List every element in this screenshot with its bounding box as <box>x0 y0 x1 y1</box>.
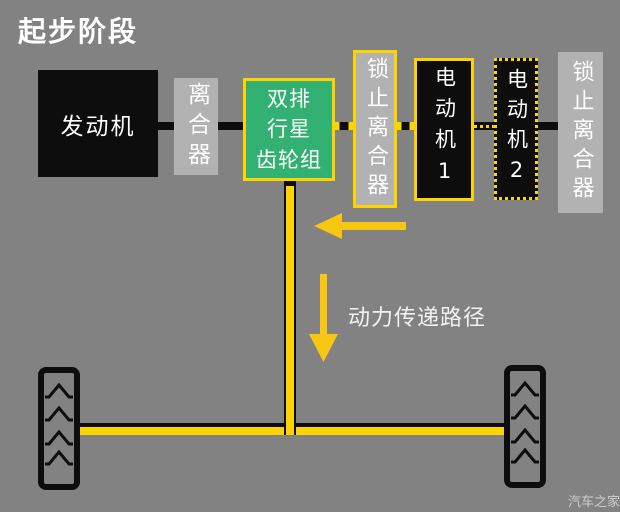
clutch-box: 离合器 <box>174 78 218 175</box>
connector-clutch-gearset <box>218 122 243 130</box>
planetary-gearset-box: 双排 行星 齿轮组 <box>243 78 335 181</box>
connector-gearset-lockup <box>335 122 353 130</box>
power-path-label: 动力传递路径 <box>348 306 487 331</box>
motor-2-box: 电动机2 <box>494 58 538 200</box>
engine-box: 发动机 <box>38 70 158 177</box>
lockup-clutch-right-box: 锁止离合器 <box>558 52 603 213</box>
page-title: 起步阶段 <box>18 15 139 48</box>
left-wheel-icon <box>38 367 80 490</box>
connector-lockup-motor1 <box>397 122 414 130</box>
connector-motor1-motor2-dotted <box>474 122 494 130</box>
connector-motor2-lockup <box>538 122 558 130</box>
watermark: 汽车之家 <box>568 495 620 510</box>
right-wheel-icon <box>504 365 546 488</box>
power-path-arrow-left-icon <box>314 213 406 239</box>
lockup-clutch-left-box: 锁止离合器 <box>353 50 397 208</box>
motor-1-box: 电动机1 <box>414 58 474 201</box>
power-path-arrow-down-icon <box>309 274 338 362</box>
output-shaft-power-path-line <box>284 181 296 435</box>
connector-engine-clutch <box>158 122 174 130</box>
